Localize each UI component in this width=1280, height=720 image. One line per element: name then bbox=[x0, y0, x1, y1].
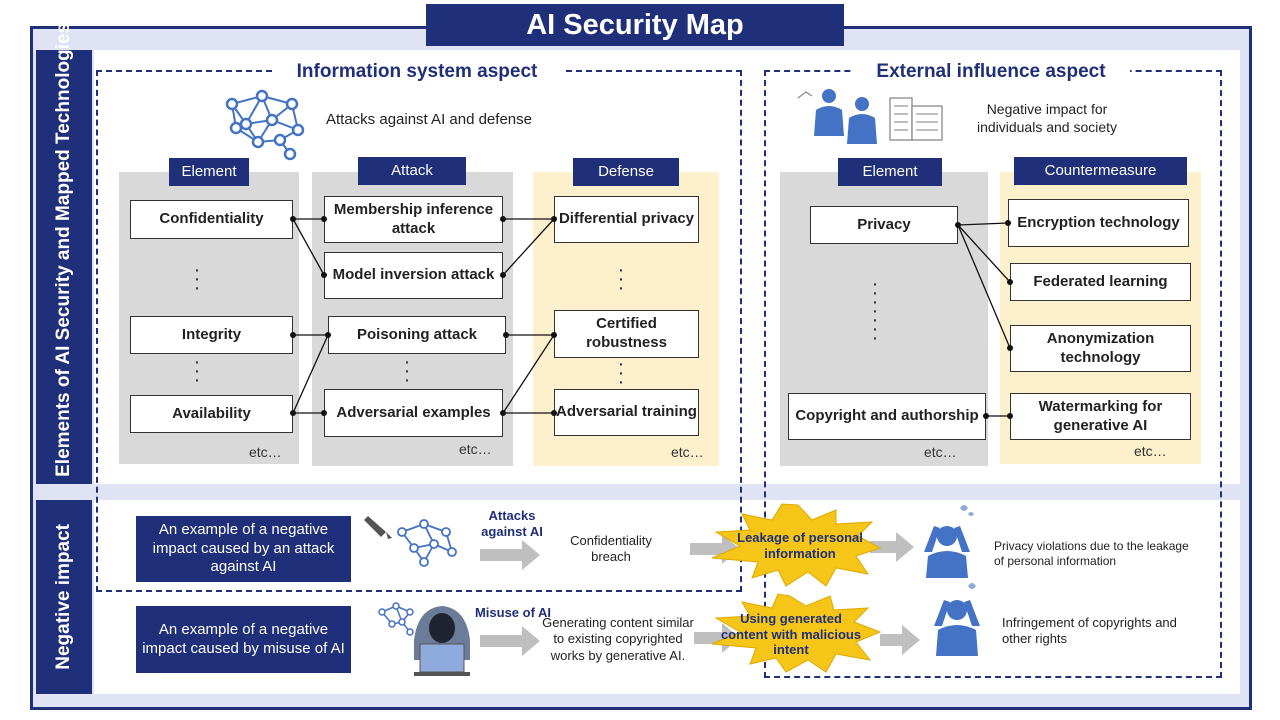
burst-leakage-text: Leakage of personal information bbox=[737, 530, 863, 561]
element-availability: Availability bbox=[130, 395, 293, 433]
element-confidentiality: Confidentiality bbox=[130, 200, 293, 239]
burst-malicious-text: Using generated content with malicious i… bbox=[720, 611, 862, 658]
negative-example-misuse-box: An example of a negative impact caused b… bbox=[136, 606, 351, 673]
defense-etc: etc… bbox=[671, 444, 704, 460]
elements-side-text: Elements of AI Security and Mapped Techn… bbox=[53, 23, 75, 477]
defense-header: Defense bbox=[573, 158, 679, 186]
element-header: Element bbox=[169, 158, 249, 186]
attack-model-inversion: Model inversion attack bbox=[324, 252, 503, 299]
ellipsis-vertical: ··· bbox=[403, 351, 411, 391]
countermeasure-federated-learning: Federated learning bbox=[1010, 263, 1191, 301]
negative-side-text: Negative impact bbox=[53, 524, 75, 670]
attack-header: Attack bbox=[358, 157, 466, 185]
external-aspect-title: External influence aspect bbox=[852, 61, 1130, 83]
defense-adversarial-training: Adversarial training bbox=[554, 389, 699, 436]
generating-content-text: Generating content similar to existing c… bbox=[542, 615, 694, 663]
attack-poisoning: Poisoning attack bbox=[328, 316, 506, 354]
ellipsis-vertical: ··· bbox=[617, 353, 625, 393]
ellipsis-vertical: ··· bbox=[193, 259, 201, 299]
misuse-of-ai-label: Misuse of AI bbox=[474, 605, 552, 620]
info-subtitle: Attacks against AI and defense bbox=[326, 111, 532, 128]
countermeasure-header: Countermeasure bbox=[1014, 157, 1187, 185]
defense-certified-robustness: Certified robustness bbox=[554, 310, 699, 358]
external-element-privacy: Privacy bbox=[810, 206, 958, 244]
confidentiality-breach-text: Confidentiality breach bbox=[570, 533, 652, 565]
attack-membership-inference: Membership inference attack bbox=[324, 196, 503, 243]
external-element-etc: etc… bbox=[924, 444, 957, 460]
defense-differential-privacy: Differential privacy bbox=[554, 196, 699, 243]
privacy-violations-text: Privacy violations due to the leakage of… bbox=[994, 539, 1189, 568]
element-integrity: Integrity bbox=[130, 316, 293, 354]
element-etc: etc… bbox=[249, 444, 282, 460]
attack-adversarial-examples: Adversarial examples bbox=[324, 389, 503, 437]
negative-example-attack-box: An example of a negative impact caused b… bbox=[136, 516, 351, 582]
external-element-header: Element bbox=[838, 158, 942, 186]
countermeasure-watermarking: Watermarking for generative AI bbox=[1010, 393, 1191, 440]
countermeasure-encryption: Encryption technology bbox=[1008, 199, 1189, 247]
elements-side-label: Elements of AI Security and Mapped Techn… bbox=[36, 23, 92, 484]
attack-etc: etc… bbox=[459, 441, 492, 457]
countermeasure-etc: etc… bbox=[1134, 443, 1167, 459]
ellipsis-vertical: ··· bbox=[193, 351, 201, 391]
info-aspect-title: Information system aspect bbox=[272, 61, 562, 83]
infringement-text: Infringement of copyrights and other rig… bbox=[1002, 615, 1177, 647]
countermeasure-anonymization: Anonymization technology bbox=[1010, 325, 1191, 372]
external-element-copyright: Copyright and authorship bbox=[788, 393, 986, 440]
negative-side-label: Negative impact bbox=[36, 500, 92, 694]
ellipsis-vertical: ······· bbox=[871, 273, 879, 349]
external-subtitle: Negative impact for individuals and soci… bbox=[976, 101, 1118, 136]
ellipsis-vertical: ··· bbox=[617, 259, 625, 299]
page-title: AI Security Map bbox=[426, 4, 844, 46]
attacks-against-ai-label: Attacks against AI bbox=[481, 508, 543, 539]
